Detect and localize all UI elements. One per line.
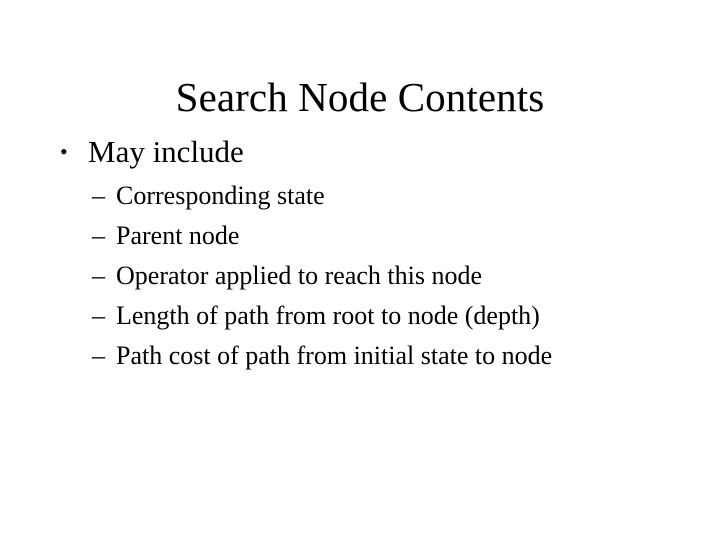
dash-marker-icon: – (92, 301, 105, 330)
bullet-level1-may-include: • May include (0, 132, 720, 172)
dash-marker-icon: – (92, 181, 105, 210)
bullet-level2-label: Length of path from root to node (depth) (116, 301, 540, 330)
slide-body: • May include – Corresponding state – Pa… (0, 132, 720, 376)
bullet-level2-label: Parent node (116, 221, 240, 250)
bullet-level2-label: Operator applied to reach this node (116, 261, 483, 290)
bullet-level2-item: – Length of path from root to node (dept… (0, 296, 720, 336)
bullet-level1-label: May include (88, 134, 244, 169)
bullet-level2-item: – Operator applied to reach this node (0, 256, 720, 296)
slide-title: Search Node Contents (175, 74, 545, 121)
bullet-level2-label: Path cost of path from initial state to … (116, 341, 553, 370)
bullet-level2-item: – Corresponding state (0, 176, 720, 216)
sub-bullet-list: – Corresponding state – Parent node – Op… (0, 176, 720, 376)
dash-marker-icon: – (92, 261, 105, 290)
dash-marker-icon: – (92, 221, 105, 250)
dash-marker-icon: – (92, 341, 105, 370)
bullet-level2-item: – Parent node (0, 216, 720, 256)
bullet-level2-item: – Path cost of path from initial state t… (0, 336, 720, 376)
bullet-level2-label: Corresponding state (116, 181, 325, 210)
bullet-dot-icon: • (60, 139, 68, 164)
